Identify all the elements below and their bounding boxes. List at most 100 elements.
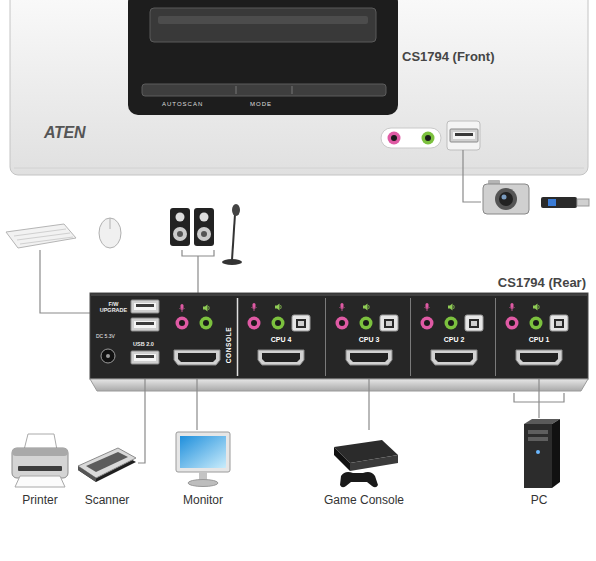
- port-label: USB 2.0: [133, 341, 154, 347]
- monitor-icon: [180, 436, 226, 468]
- device-box: Scanner: [76, 440, 138, 511]
- scanner-icon: [78, 466, 96, 482]
- rear-panel: [510, 303, 515, 311]
- pc-tower-icon: [528, 437, 548, 441]
- game-console-icon: [340, 472, 378, 487]
- speakers-and-microphone: [222, 259, 242, 265]
- keyboard-and-mouse: [110, 218, 111, 229]
- port-label: CPU 4: [271, 336, 292, 344]
- front-panel: [236, 86, 237, 94]
- speakers-and-microphone: [177, 231, 183, 237]
- rear-panel: [106, 354, 110, 358]
- rear-panel: [252, 303, 257, 311]
- device-name: PC: [531, 493, 548, 507]
- port-label: CPU 2: [444, 336, 465, 344]
- port-label: CONSOLE: [225, 327, 233, 363]
- leader-line: [40, 150, 481, 313]
- usb-camera-and-flash-drive: [548, 199, 556, 206]
- monitor-icon: [176, 432, 230, 487]
- keyboard-and-mouse: [6, 218, 121, 248]
- front-panel: [447, 121, 480, 150]
- rear-panel: [248, 317, 261, 330]
- printer-icon: [12, 434, 68, 487]
- rear-panel: [237, 298, 239, 376]
- cpu-port-group: CPU 4: [238, 293, 325, 379]
- rear-panel: [533, 304, 539, 311]
- rear-panel: [425, 303, 430, 311]
- cpu-port-group: CPU 3: [326, 293, 410, 379]
- device-box: Monitor: [164, 430, 242, 511]
- button-label: MODE: [250, 101, 272, 107]
- rear-panel: [380, 315, 398, 331]
- usb-camera-and-flash-drive: [495, 188, 517, 210]
- power-label: DC 5.3V: [96, 333, 115, 339]
- speakers-and-microphone: [200, 213, 209, 222]
- monitor-icon: [176, 432, 230, 472]
- front-panel: [10, 0, 588, 175]
- connector-line: [538, 379, 539, 418]
- rear-panel: [325, 298, 326, 376]
- device-name: Monitor: [183, 493, 223, 507]
- leader-line: [463, 150, 481, 202]
- rear-panel: [346, 350, 392, 365]
- rear-panel: [431, 350, 477, 365]
- usb-camera-and-flash-drive: [483, 180, 589, 214]
- speakers-and-microphone: [197, 227, 211, 241]
- rear-panel-box: CONSOLE CPU 4 CPU 3 CPU 2 CPU 1 CS1794 (Rear): [88, 274, 588, 379]
- port-label: CPU 1: [529, 336, 550, 344]
- front-panel: [158, 16, 368, 24]
- printer-icon: [12, 448, 68, 456]
- speakers-and-microphone: [170, 208, 190, 246]
- leader-line: [182, 250, 214, 293]
- rear-panel: [101, 349, 115, 363]
- rear-panel: [176, 317, 189, 330]
- front-panel-box: CS1794 (Front): [10, 0, 588, 175]
- scanner-icon: [86, 452, 128, 472]
- rear-panel: [90, 293, 588, 391]
- device-name: Game Console: [324, 493, 404, 507]
- speakers-and-microphone: [176, 213, 185, 222]
- connector-line: [368, 379, 369, 430]
- rear-panel: [203, 305, 209, 312]
- rear-panel: [258, 350, 304, 365]
- front-panel: [128, 0, 398, 115]
- front-panel: [381, 128, 441, 148]
- rear-panel: [516, 350, 562, 365]
- rear-panel: [448, 304, 454, 311]
- printer-icon: [18, 466, 62, 471]
- panel-heading: CS1794 (Front): [402, 49, 494, 64]
- pc-tower-icon: [524, 419, 560, 488]
- monitor-icon: [199, 472, 207, 480]
- speakers-and-microphone: [232, 204, 240, 216]
- monitor-icon: [188, 480, 218, 487]
- rear-panel: [445, 317, 458, 330]
- rear-panel: [131, 351, 159, 364]
- front-panel: [422, 132, 435, 145]
- rear-panel: [131, 300, 159, 313]
- usb-camera-and-flash-drive: [541, 197, 577, 208]
- connector-line: [138, 379, 145, 463]
- pc-tower-icon: [524, 424, 552, 488]
- device-name: Scanner: [85, 493, 130, 507]
- button-label: AUTOSCAN: [162, 101, 203, 107]
- game-console-icon: [350, 455, 398, 471]
- rear-panel: [292, 315, 310, 331]
- front-panel: [292, 86, 293, 94]
- port-label: CPU 3: [359, 336, 380, 344]
- rear-panel: [174, 350, 220, 365]
- pc-tower-icon: [536, 450, 540, 454]
- front-panel: [142, 84, 386, 96]
- cpu-port-group: CPU 2: [411, 293, 495, 379]
- rear-panel: [131, 318, 159, 331]
- speakers-and-microphone: [194, 208, 214, 246]
- rear-panel: [91, 294, 587, 296]
- game-console-icon: [334, 447, 350, 471]
- game-console-icon: [334, 440, 398, 487]
- rear-panel: [410, 298, 411, 376]
- front-panel: [10, 0, 588, 175]
- pc-tower-icon: [528, 430, 548, 434]
- brand-logo: ATEN: [44, 124, 85, 142]
- panel-heading: CS1794 (Rear): [498, 275, 586, 290]
